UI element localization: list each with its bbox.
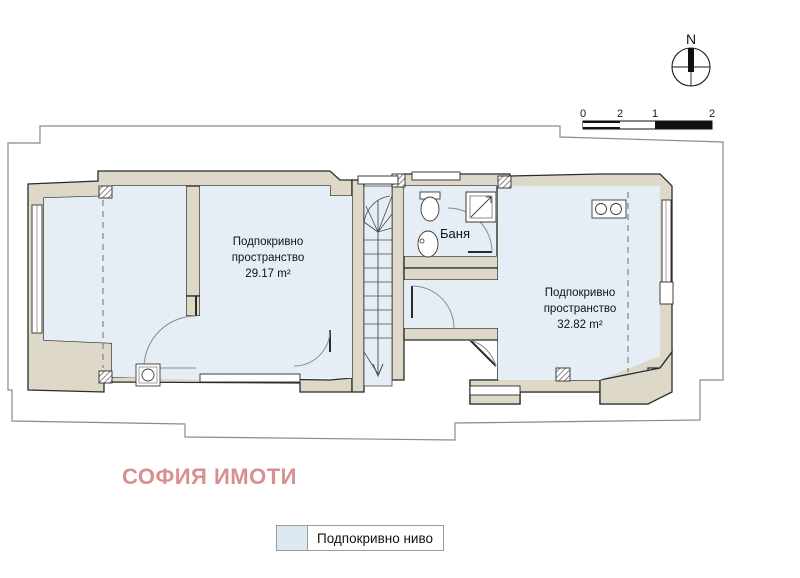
scale-bar-segment-1-inner [583,123,620,127]
scale-tick-2: 1 [652,108,658,120]
room-label-attic-right-line2: пространство [544,303,617,315]
door-swing-right-entry [469,339,497,367]
room-label-attic-left-line1: Подпокривно [233,236,303,248]
cooktop-burner-right-icon [610,203,622,215]
stair-direction-arrow [372,363,384,378]
cooktop-icon [591,199,627,219]
scale-bar-segment-2 [655,121,712,129]
stair-winder-arc [363,195,391,227]
scale-bar: 0 2 1 2 [580,108,715,130]
chimney-flue-icon [141,368,155,382]
stair-winder-tread [377,213,393,233]
compass-north-needle [688,48,694,72]
stair-winder-tread [363,221,379,233]
wall-stair-left [351,179,365,393]
door-swing-left-east [293,329,331,367]
wall-stair-right [391,179,405,381]
shower-tray-inner [469,195,493,219]
doors [143,207,497,369]
cooktop-fixture [591,199,627,219]
compass-north-label: N [686,31,696,47]
pier-bottom-left [98,370,113,384]
stair-winder-tread [377,227,393,233]
window-stairwell-top [357,175,399,185]
stair-winder-tread [377,195,393,233]
room-fill-attic-left-east [200,186,352,380]
room-fill-attic-left-west [44,186,200,380]
room-label-attic-right-area: 32.82 m² [557,319,603,331]
pier-right-bottom [555,367,571,382]
shower-diagonal-icon [470,196,492,218]
wall-right-corner-step [599,350,673,405]
scale-tick-3: 2 [709,108,715,120]
room-label-bathroom: Баня [440,226,470,241]
scale-tick-0: 0 [580,108,586,120]
stair-lower-diagonal [363,351,379,375]
wall-partition-left-stub [185,295,201,317]
window-east-right-panel [659,281,674,305]
chimney-fixture [135,363,161,387]
room-fill-attic-right [498,186,660,380]
staircase [363,185,393,387]
building-outline [7,125,724,441]
window-right-bottom [469,385,521,396]
stair-outline [363,185,393,387]
pier-right-top [497,175,512,189]
chimney-box-inner [138,366,158,384]
structural-piers [98,173,571,384]
windows [31,171,674,396]
room-label-attic-left-area: 29.17 m² [245,268,291,280]
room-labels: Подпокривно пространство 29.17 m² Баня П… [232,226,617,331]
room-label-attic-right-line1: Подпокривно [545,287,615,299]
door-leaf-right-entry [469,339,497,367]
chimney-box-icon [135,363,161,387]
room-fills [44,186,660,386]
toilet-bowl-icon [420,196,440,222]
door-swing-middle-room [411,285,455,329]
legend-label: Подпокривно ниво [317,530,433,546]
ridge-centerlines [102,192,629,372]
washbasin-tap-icon [419,238,425,244]
window-bathroom-top [411,171,461,181]
room-label-attic-left-line2: пространство [232,252,305,264]
roof-boundary-line [7,125,724,441]
legend: Подпокривно ниво [276,525,444,551]
compass-rose: N [671,31,711,87]
wall-partition-left-rooms [185,185,201,297]
watermark: СОФИЯ ИМОТИ [122,464,297,489]
room-fill-middle-room [404,280,498,328]
bathroom-fixtures [417,191,497,258]
washbasin-icon [417,230,439,258]
pier-top-left [98,185,113,199]
door-swing-left-rooms [143,315,197,369]
legend-swatch [277,526,308,550]
window-left-bottom [199,373,301,383]
cooktop-burner-left-icon [595,203,607,215]
scale-tick-1: 2 [617,108,623,120]
